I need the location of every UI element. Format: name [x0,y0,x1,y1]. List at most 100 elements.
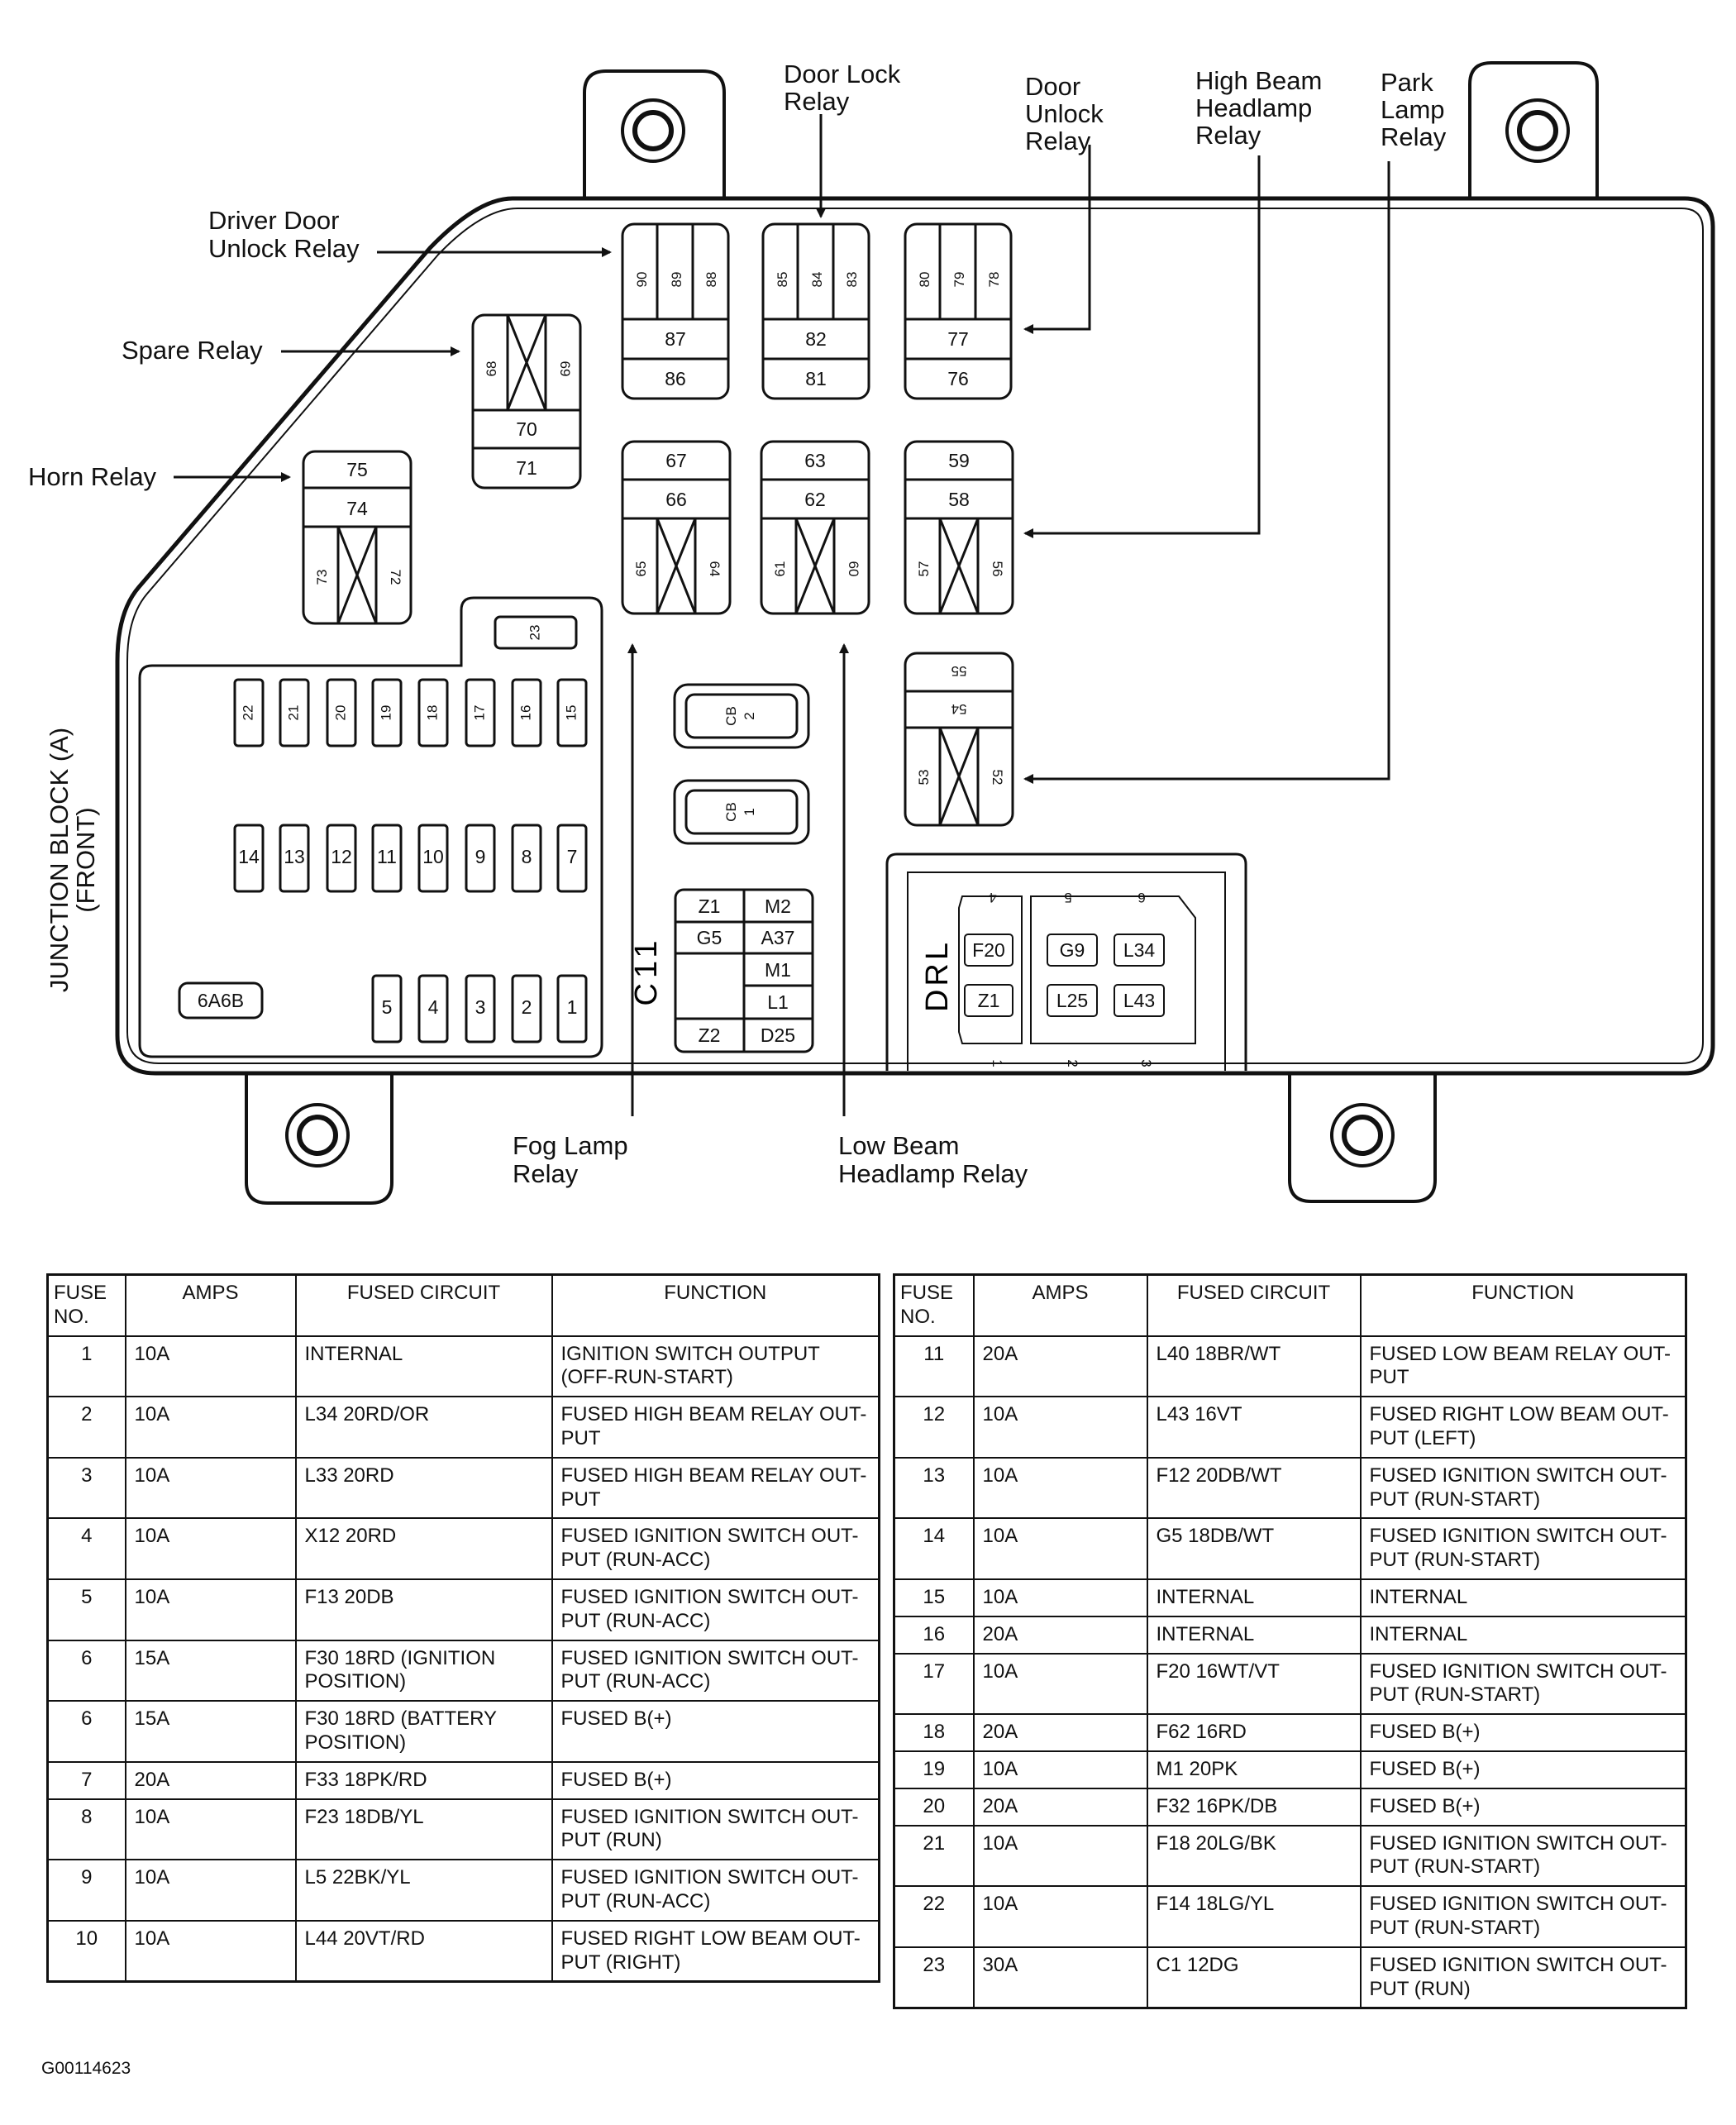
c11-cell: Z1 [699,895,721,917]
col-header-amps: AMPS [972,1273,1148,1337]
cavity-59: 59 [948,450,970,471]
drl-cell: F20 [972,939,1005,961]
mounting-ear-bottom-right [1288,1067,1437,1203]
col-header-fused-circuit: FUSED CIRCUIT [294,1273,553,1337]
fuse-cavity-10 [417,824,449,893]
svg-text:2: 2 [742,712,757,719]
cell-fused-circuit: F12 20DB/WT [1146,1456,1362,1520]
cavity-64: 64 [707,561,723,577]
junction-block-housing [115,196,1715,1076]
cell-fuse-no: 18 [893,1713,975,1752]
fuse-label-1: 1 [567,996,578,1018]
fuse-label-18: 18 [424,705,440,721]
circuit-breaker-1 [673,779,810,845]
cell-fuse-no: 3 [46,1456,126,1520]
fuse-cavity-16 [511,678,542,747]
spare-relay-label: Spare Relay [122,336,263,365]
cavity-58: 58 [948,489,970,510]
drl-connector-housing [885,852,1247,1071]
cell-amps: 10A [972,1517,1148,1580]
relay-cavity-52-55 [904,652,1014,827]
cavity-52: 52 [990,770,1005,786]
cell-amps: 10A [124,1919,297,1983]
cavity-61: 61 [772,561,788,577]
park-lamp-relay-label: Park Lamp Relay [1381,68,1452,151]
cell-fused-circuit: L43 16VT [1146,1396,1362,1459]
cell-fused-circuit: G5 18DB/WT [1146,1517,1362,1580]
cell-fuse-no: 2 [46,1396,126,1459]
callout-arrows [174,114,1390,1116]
svg-text:1: 1 [742,808,757,815]
cell-function: FUSED IGNITION SWITCH OUT-PUT (RUN-ACC) [551,1639,880,1702]
junction-block-label-line1: JUNCTION BLOCK (A) [45,728,74,992]
fuse-cavity-15 [556,678,588,747]
cell-fuse-no: 6 [46,1639,126,1702]
cell-fused-circuit: INTERNAL [294,1335,553,1398]
cavity-62: 62 [804,489,826,510]
fuse-cavity-22 [233,678,265,747]
cell-amps: 10A [124,1517,297,1580]
c11-label: C11 [629,936,664,1006]
fuse-label-8: 8 [522,846,532,867]
cell-fuse-no: 14 [893,1517,975,1580]
junction-block-label-line2: (FRONT) [71,807,100,912]
fuse-cavity-8 [511,824,542,893]
drl-cell: Z1 [978,990,1000,1011]
cell-function: FUSED B(+) [551,1700,880,1763]
cell-fused-circuit: F13 20DB [294,1578,553,1641]
fuse-cavity-2 [511,974,542,1043]
fog-lamp-relay-label: Fog Lamp Relay [513,1131,635,1188]
fuse-label-10: 10 [422,846,444,867]
connector-c11 [674,888,814,1053]
cell-function: FUSED B(+) [1359,1787,1687,1827]
fuse-cavity-11 [371,824,403,893]
table-header-row: FUSE NO. AMPS FUSED CIRCUIT FUNCTION [893,1273,1687,1337]
cell-function: INTERNAL [1359,1615,1687,1655]
relay-cavity-60-63 [760,440,870,615]
fuse-label-20: 20 [332,705,348,721]
cavity-53: 53 [916,770,932,786]
low-beam-headlamp-relay-label: Low Beam Headlamp Relay [838,1131,1028,1188]
relay-cavity-81-85 [761,222,870,400]
cell-fused-circuit: L33 20RD [294,1456,553,1520]
cell-fuse-no: 4 [46,1517,126,1580]
cavity-71: 71 [516,457,537,479]
cell-fused-circuit: C1 12DG [1146,1946,1362,2009]
cell-function: INTERNAL [1359,1578,1687,1617]
svg-text:CB: CB [723,706,739,726]
cell-fused-circuit: M1 20PK [1146,1750,1362,1789]
fuse-label-16: 16 [517,705,533,721]
cavity-88: 88 [703,272,719,288]
cavity-77: 77 [947,328,969,350]
cell-function: FUSED IGNITION SWITCH OUT-PUT (RUN-START… [1359,1517,1687,1580]
fuse-cavity-14 [233,824,265,893]
cell-function: FUSED IGNITION SWITCH OUT-PUT (RUN-ACC) [551,1578,880,1641]
cavity-57: 57 [916,561,932,577]
drl-cavity-block [958,895,1196,1044]
cavity-60: 60 [846,561,861,577]
relay-cavity-68-71 [471,313,582,489]
mounting-ear-top-right [1468,61,1599,198]
junction-block-housing-inner [126,208,1704,1064]
cell-function: FUSED IGNITION SWITCH OUT-PUT (RUN-START… [1359,1456,1687,1520]
cavity-70: 70 [516,418,537,440]
cell-fuse-no: 12 [893,1396,975,1459]
cell-fused-circuit: F30 18RD (BATTERY POSITION) [294,1700,553,1763]
cell-function: FUSED LOW BEAM RELAY OUT-PUT [1359,1335,1687,1398]
cavity-75: 75 [346,459,368,480]
relay-cavity-64-67 [621,440,732,615]
table-header-row: FUSE NO. AMPS FUSED CIRCUIT FUNCTION [46,1273,880,1337]
cell-amps: 10A [124,1335,297,1398]
cell-function: FUSED RIGHT LOW BEAM OUT-PUT (LEFT) [1359,1396,1687,1459]
relay-cavity-56-59 [904,440,1014,615]
cell-function: IGNITION SWITCH OUTPUT (OFF-RUN-START) [551,1335,880,1398]
fuse-label-13: 13 [284,846,305,867]
